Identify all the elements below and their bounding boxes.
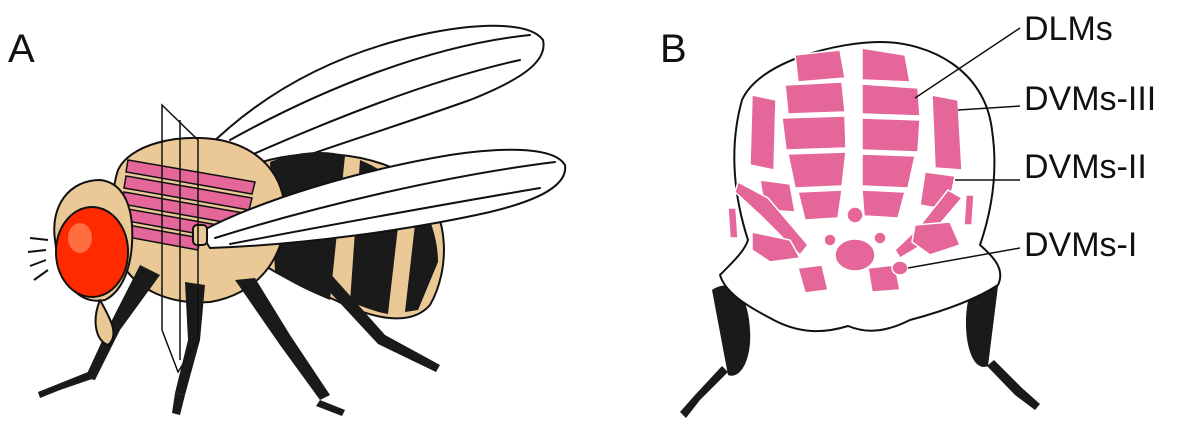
panel-a: A [8,26,565,416]
panel-b: B [660,10,1156,418]
central-node [824,234,836,246]
fly-antenna-bristles [28,238,48,280]
central-node [847,207,863,223]
fly-proboscis [96,300,114,345]
label-dvms-ii: DVMs-II [1024,148,1147,186]
dvm3-block [932,95,962,170]
panel-a-letter: A [8,27,35,71]
label-dvms-iii: DVMs-III [1024,80,1156,118]
fly-compound-eye [56,207,128,297]
pleural-muscle-right [964,195,974,225]
fly-leg-hind-tarsus [316,400,345,416]
label-dvms-i: DVMs-I [1024,226,1137,264]
fly-leg-front-tarsus [38,372,95,398]
panel-b-letter: B [660,27,687,71]
dvm1-insertion [892,261,908,275]
dvm-left-block [750,95,776,170]
label-dlms: DLMs [1024,10,1113,48]
pleural-muscle-left [728,208,738,238]
central-node [874,232,886,244]
fly-leg-middle-tarsus [172,393,185,415]
section-leg-left-tarsus [680,366,728,418]
eye-highlight [68,223,92,253]
fly-leg-hind [235,278,330,400]
section-leg-right-tarsus [987,360,1040,410]
central-mass [835,239,875,271]
wing-hinge [193,225,207,245]
